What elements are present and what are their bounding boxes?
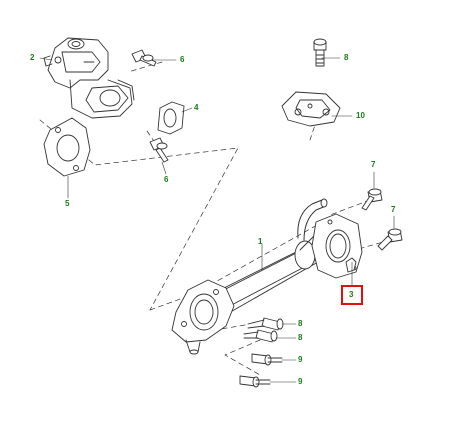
- bolt-9-lower: [239, 375, 271, 388]
- bolt-6-top: [131, 49, 157, 67]
- gasket-3: [345, 257, 357, 273]
- bolt-8-lower-b: [243, 329, 278, 343]
- callout-6-bottom: 6: [164, 175, 169, 184]
- bolt-7-upper: [361, 188, 383, 211]
- callout-5: 5: [65, 199, 70, 208]
- callout-9-lower: 9: [298, 377, 303, 386]
- leader-lines: [39, 57, 395, 383]
- callout-7-lower: 7: [391, 205, 396, 214]
- callout-8-top: 8: [344, 53, 349, 62]
- callout-4: 4: [194, 103, 199, 112]
- callout-2: 2: [30, 53, 35, 62]
- callout-6-top: 6: [180, 55, 185, 64]
- egr-valve: [43, 37, 135, 119]
- gasket-4: [157, 101, 185, 135]
- bolt-7-lower: [377, 228, 403, 251]
- bolt-6-bottom: [149, 137, 169, 163]
- gasket-5: [43, 117, 91, 177]
- bolt-8-top: [313, 38, 327, 67]
- callout-7-upper: 7: [371, 160, 376, 169]
- callout-10: 10: [356, 111, 365, 120]
- bolt-9-upper: [251, 353, 283, 366]
- callout-9-upper: 9: [298, 355, 303, 364]
- highlight-box[interactable]: [341, 285, 363, 305]
- callout-8-lower-a: 8: [298, 319, 303, 328]
- cooler-inlet-flange: [171, 279, 235, 355]
- callout-8-lower-b: 8: [298, 333, 303, 342]
- callout-3[interactable]: 3: [349, 290, 354, 299]
- callout-1: 1: [258, 237, 263, 246]
- bolt-8-lower-a: [247, 317, 284, 331]
- bracket-10: [281, 91, 341, 127]
